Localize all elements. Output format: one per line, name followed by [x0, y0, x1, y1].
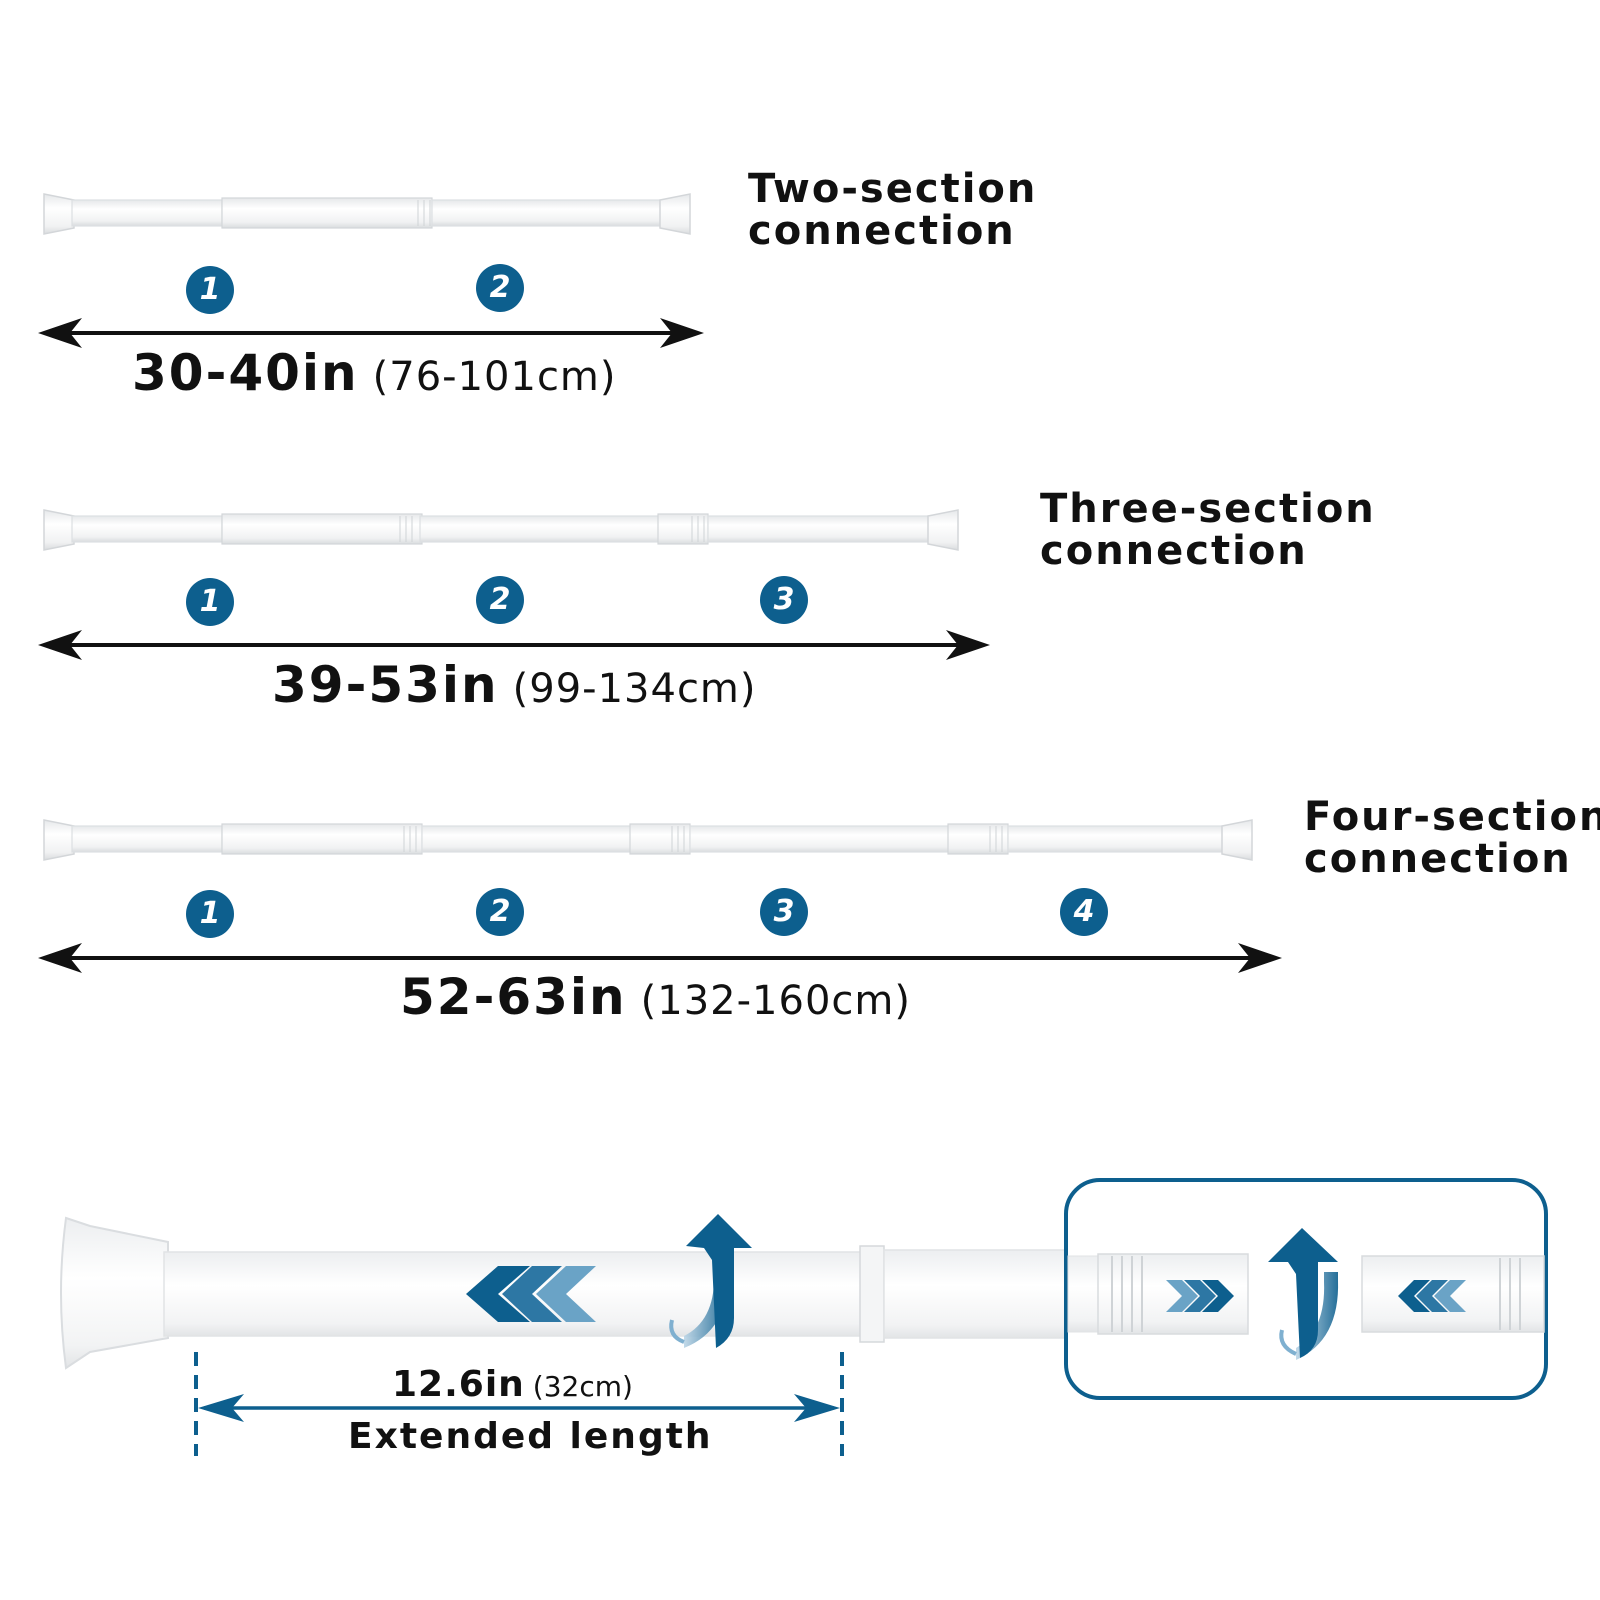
extended-length-caption: Extended length [348, 1416, 713, 1457]
size-range-two: 30-40in (76-101cm) [132, 344, 617, 402]
chevron-right-icon [1166, 1280, 1234, 1312]
section-label-line1: Two-section [748, 166, 1038, 212]
section-label-three: Three-section connection [1040, 488, 1376, 572]
extended-length-inches: 12.6in [392, 1364, 525, 1405]
section-badge: 2 [476, 264, 524, 312]
section-badge: 1 [186, 578, 234, 626]
double-headed-arrow-icon [38, 943, 1282, 973]
size-range-cm: (76-101cm) [372, 354, 617, 400]
extended-length-value: 12.6in(32cm) [392, 1364, 633, 1405]
section-label-two: Two-section connection [748, 168, 1037, 252]
section-label-line2: connection [748, 208, 1016, 254]
chevron-left-icon [466, 1266, 596, 1322]
twist-arrow-icon [669, 1214, 752, 1348]
chevron-left-icon [1398, 1280, 1466, 1312]
section-badge: 4 [1060, 888, 1108, 936]
section-badge: 3 [760, 888, 808, 936]
double-headed-arrow-icon [38, 630, 990, 660]
rod-two-section [43, 193, 691, 235]
double-headed-arrow-icon [38, 318, 704, 348]
section-label-line1: Three-section [1040, 486, 1376, 532]
section-label-line2: connection [1040, 528, 1308, 574]
extended-length-cm: (32cm) [532, 1370, 633, 1403]
section-label-line2: connection [1304, 836, 1572, 882]
size-range-inches: 39-53in [272, 656, 499, 714]
size-range-cm: (132-160cm) [640, 978, 911, 1024]
size-range-inches: 30-40in [132, 344, 359, 402]
section-badge: 2 [476, 576, 524, 624]
section-label-line1: Four-section [1304, 794, 1600, 840]
section-label-four: Four-section connection [1304, 796, 1600, 880]
section-badge: 2 [476, 888, 524, 936]
rod-four-section [43, 819, 1253, 861]
section-badge: 3 [760, 576, 808, 624]
rod-closeup [60, 1216, 1095, 1370]
size-range-cm: (99-134cm) [512, 666, 757, 712]
size-range-inches: 52-63in [400, 968, 627, 1026]
twist-arrow-icon [1268, 1228, 1339, 1360]
section-badge: 1 [186, 890, 234, 938]
size-range-three: 39-53in (99-134cm) [272, 656, 757, 714]
section-badge: 1 [186, 266, 234, 314]
size-range-four: 52-63in (132-160cm) [400, 968, 911, 1026]
rod-three-section [43, 509, 959, 551]
extended-length-dimension [194, 1352, 844, 1456]
